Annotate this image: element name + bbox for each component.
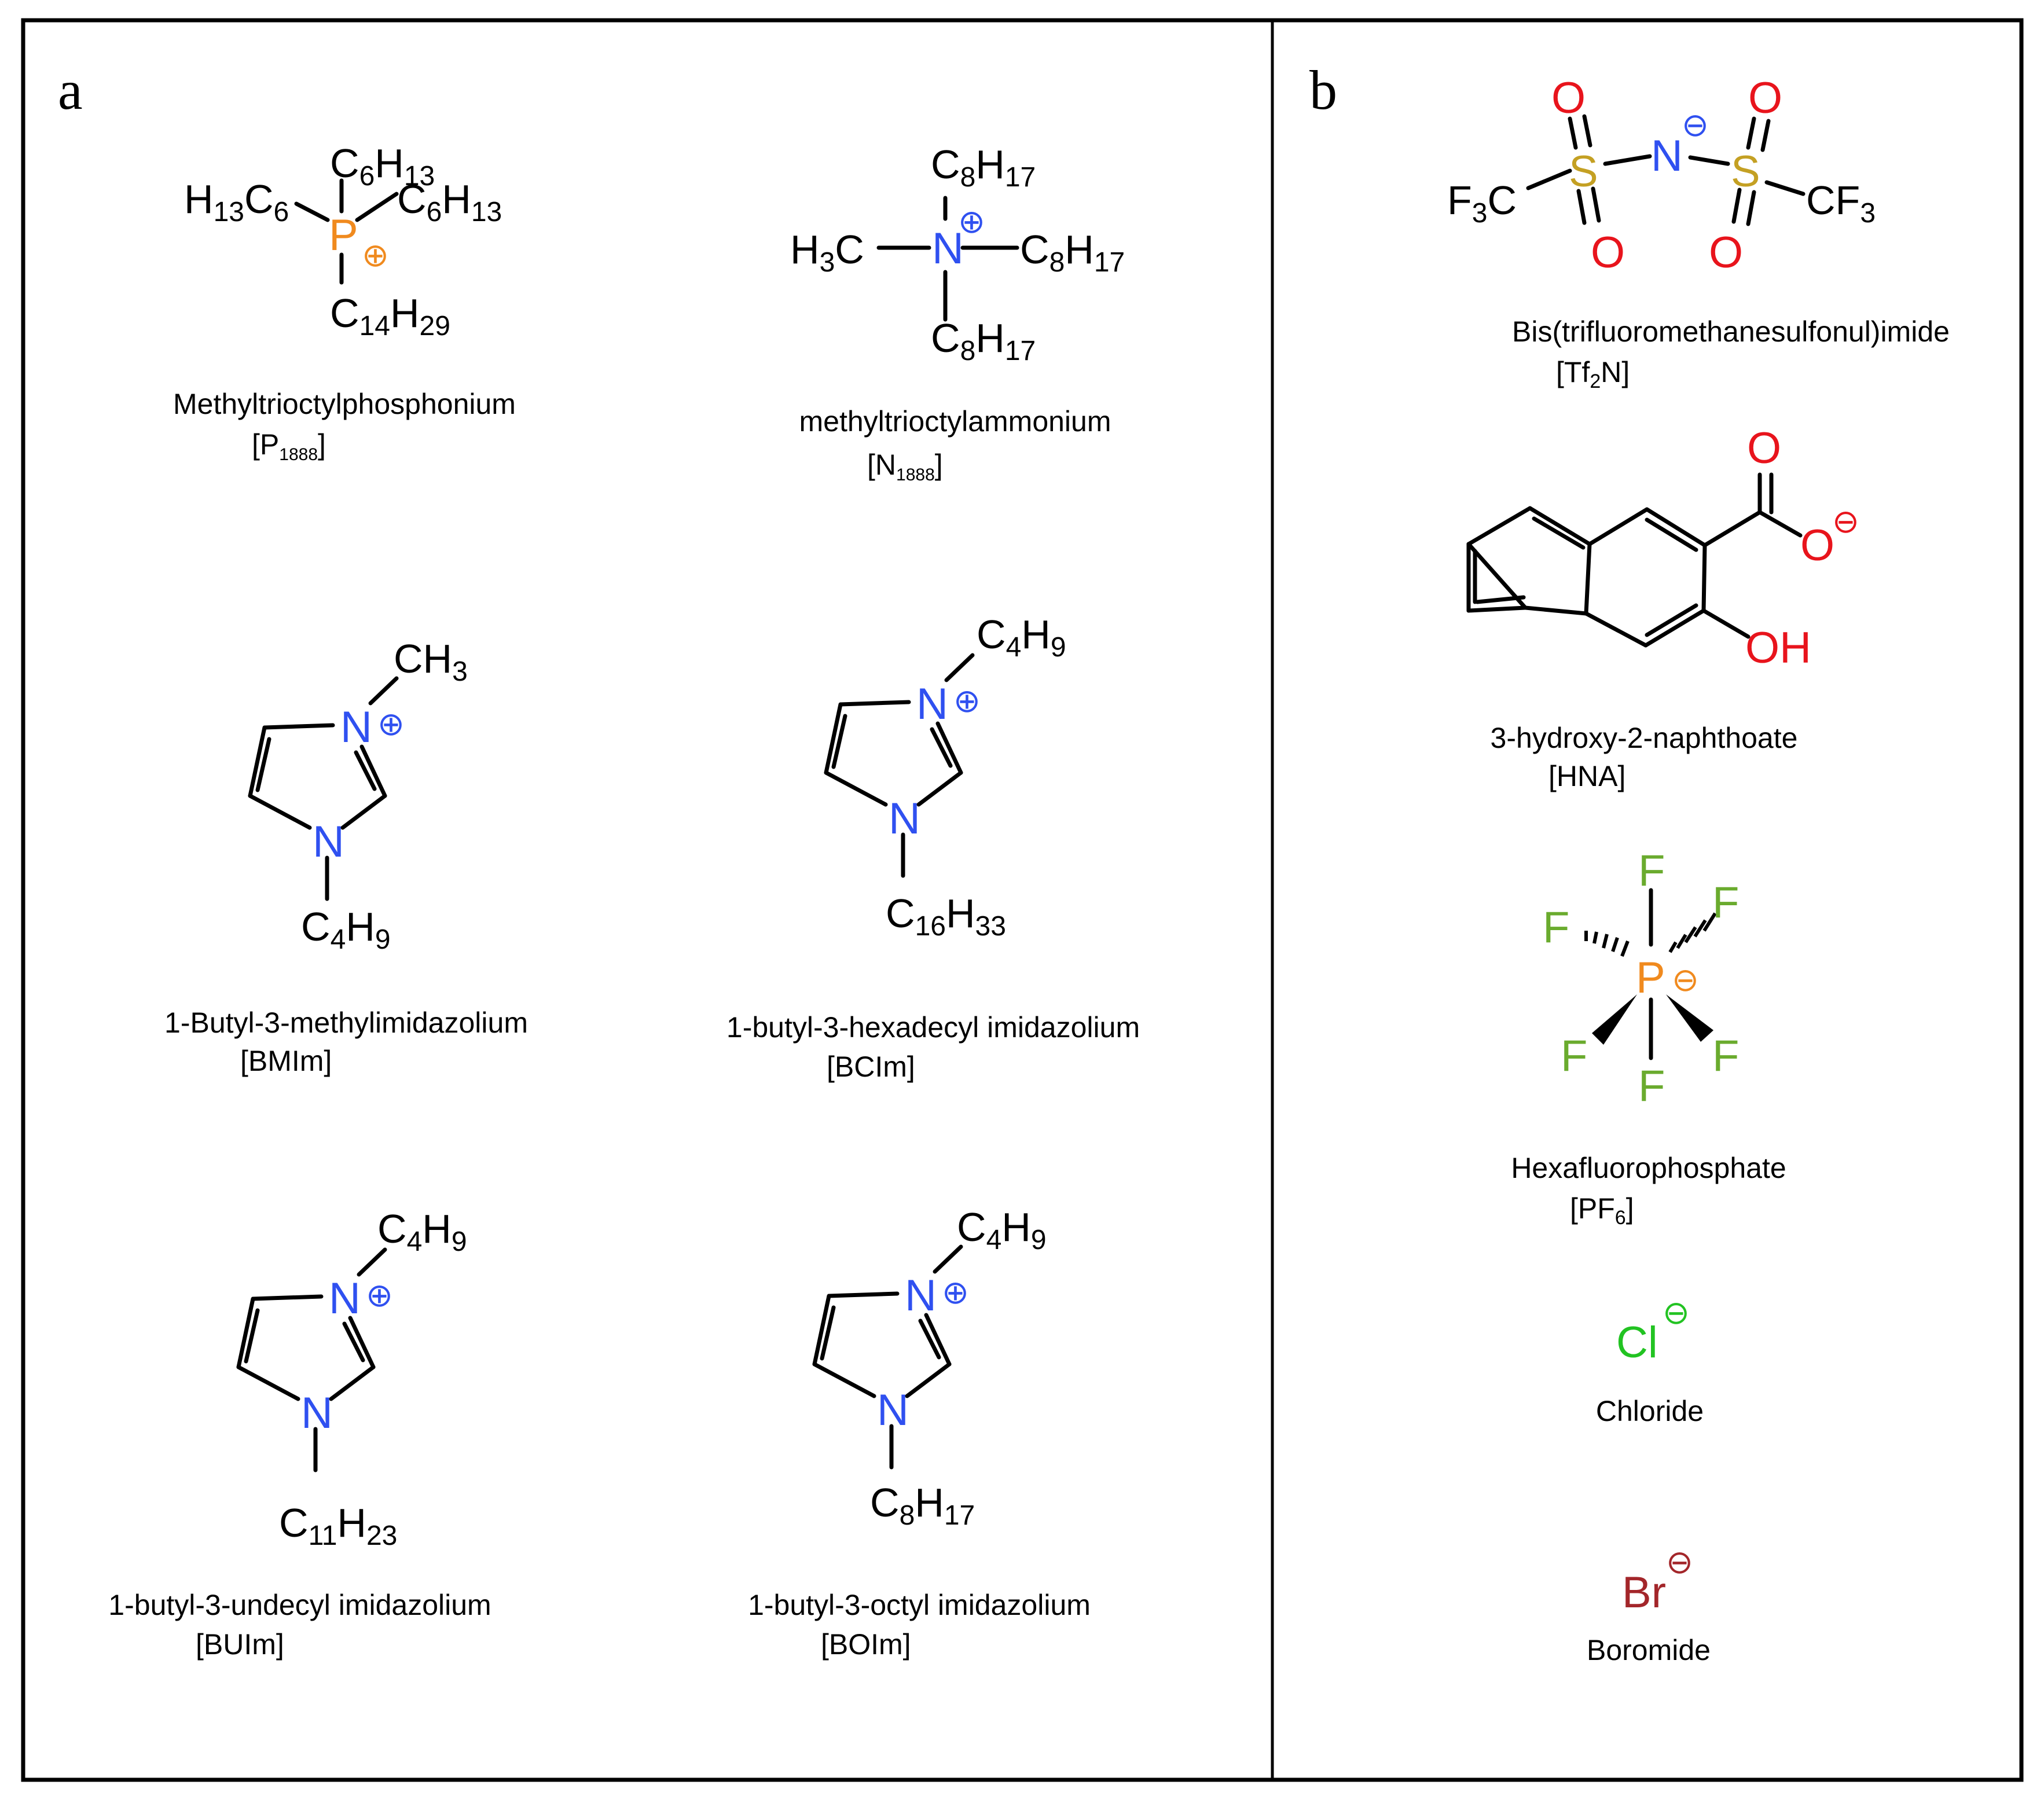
bromide-charge-icon: ⊖ [1666,1544,1693,1580]
n1888-right-group: C8H17 [1020,227,1125,278]
boim-charge-icon: ⊕ [942,1274,969,1310]
bmim-charge-icon: ⊕ [377,706,405,742]
tf2n-right-group: CF3 [1806,178,1876,229]
cation-bcim: N ⊕ N C4H9 C16H33 [824,612,1066,942]
hna-carbonyl-o: O [1747,424,1781,473]
bromide-symbol: Br [1622,1568,1666,1617]
n1888-nitrogen-atom: N [932,224,964,273]
cation-boim: N ⊕ N C4H9 C8H17 [812,1204,1047,1531]
p1888-abbr: [P1888] [252,428,326,464]
p1888-left-group: H13C6 [184,177,289,227]
pf6-phosphorus-atom: P [1636,953,1665,1002]
bcim-bottom-group: C16H33 [886,891,1006,942]
buim-n-base-atom: N [301,1389,333,1438]
anion-tf2n: O O O O S S N ⊖ F3C CF3 Bis(trifluoromet… [1447,74,1950,392]
bcim-n-plus-atom: N [916,680,948,729]
pf6-wedge-bond-left [1592,994,1637,1045]
panel-label-a: a [58,59,83,121]
bmim-abbr: [BMIm] [240,1045,332,1077]
buim-charge-icon: ⊕ [366,1277,393,1313]
boim-name: 1-butyl-3-octyl imidazolium [748,1589,1091,1621]
boim-top-group: C4H9 [957,1204,1047,1255]
hna-name: 3-hydroxy-2-naphthoate [1491,722,1798,754]
chloride-name: Chloride [1596,1395,1704,1427]
panel-label-b: b [1309,59,1337,121]
bmim-n-base-atom: N [313,817,344,866]
p1888-phosphorus-atom: P [329,211,358,260]
cation-bmim: N ⊕ N CH3 C4H9 [248,636,468,955]
chloride-charge-icon: ⊖ [1663,1294,1690,1331]
bcim-n-base-atom: N [889,794,920,843]
buim-bottom-group: C11H23 [279,1500,397,1551]
cation-buim: N ⊕ N C4H9 C11H23 [236,1206,467,1551]
n1888-name: methyltrioctylammonium [799,405,1111,438]
tf2n-name: Bis(trifluoromethanesulfonul)imide [1512,315,1950,348]
pf6-name: Hexafluorophosphate [1511,1152,1786,1184]
bmim-top-group: CH3 [394,636,468,687]
tf2n-o-bottom-left: O [1591,228,1625,277]
buim-name: 1-butyl-3-undecyl imidazolium [108,1589,491,1621]
tf2n-left-group: F3C [1447,178,1517,229]
p1888-up-group: C6H13 [330,141,435,192]
tf2n-charge-icon: ⊖ [1682,106,1709,143]
pf6-f-lower-right: F [1712,1031,1739,1081]
p1888-down-group: C14H29 [330,291,450,341]
bcim-charge-icon: ⊕ [953,682,981,719]
anion-pf6: F F F F F F P ⊖ Hexafluorophosphate [PF6… [1511,846,1786,1229]
boim-abbr: [BOIm] [821,1628,911,1661]
pf6-f-lower-left: F [1561,1031,1587,1081]
bmim-bottom-group: C4H9 [301,904,391,955]
tf2n-s-left: S [1569,147,1598,196]
hna-charge-icon: ⊖ [1832,503,1859,539]
pf6-hashed-bond-left [1584,931,1630,957]
tf2n-o-top-left: O [1551,74,1586,123]
pf6-wedge-bond-right [1666,994,1713,1042]
cation-p1888: C6H13 H13C6 C6H13 P ⊕ C14H29 Methyltrioc… [173,141,516,464]
anion-bromide: Br ⊖ Boromide [1587,1544,1711,1666]
bcim-top-group: C4H9 [977,612,1066,663]
n1888-down-group: C8H17 [931,315,1036,366]
n1888-left-group: H3C [790,227,864,278]
tf2n-n-atom: N [1651,131,1683,181]
cation-n1888: C8H17 H3C N ⊕ C8H17 C8H17 methyltrioctyl… [790,142,1125,484]
pf6-f-bottom: F [1638,1062,1665,1111]
chloride-symbol: Cl [1616,1318,1658,1367]
hna-carboxylate-o: O [1800,521,1834,570]
buim-abbr: [BUIm] [196,1628,284,1661]
p1888-right-group: C6H13 [397,177,502,227]
n1888-up-group: C8H17 [931,142,1036,193]
figure-frame [21,18,2024,1782]
bcim-abbr: [BCIm] [827,1051,915,1083]
pf6-f-upper-right: F [1712,878,1739,927]
hna-hydroxyl: OH [1745,623,1811,673]
pf6-hashed-bond-right [1668,912,1717,953]
pf6-charge-icon: ⊖ [1672,961,1699,998]
bmim-name: 1-Butyl-3-methylimidazolium [164,1007,528,1039]
n1888-abbr: [N1888] [867,449,943,484]
bcim-name: 1-butyl-3-hexadecyl imidazolium [726,1011,1140,1044]
pf6-f-top: F [1638,846,1665,895]
n1888-charge-icon: ⊕ [958,203,985,240]
boim-n-base-atom: N [877,1386,909,1435]
hna-abbr: [HNA] [1548,760,1625,792]
buim-top-group: C4H9 [377,1206,467,1257]
pf6-f-upper-left: F [1543,903,1569,952]
boim-n-plus-atom: N [905,1271,937,1320]
anion-hna: O O ⊖ OH 3-hydroxy-2-naphthoate [HNA] [1466,424,1859,792]
anion-chloride: Cl ⊖ Chloride [1596,1294,1704,1427]
tf2n-o-top-right: O [1748,74,1782,123]
tf2n-o-bottom-right: O [1709,228,1743,277]
tf2n-s-right: S [1731,147,1760,196]
p1888-charge-icon: ⊕ [362,237,389,273]
tf2n-abbr: [Tf2N] [1556,356,1630,392]
p1888-name: Methyltrioctylphosphonium [173,388,516,420]
bmim-n-plus-atom: N [340,703,372,752]
pf6-abbr: [PF6] [1570,1192,1634,1229]
buim-n-plus-atom: N [329,1274,361,1323]
boim-bottom-group: C8H17 [870,1480,975,1531]
bromide-name: Boromide [1587,1634,1711,1666]
